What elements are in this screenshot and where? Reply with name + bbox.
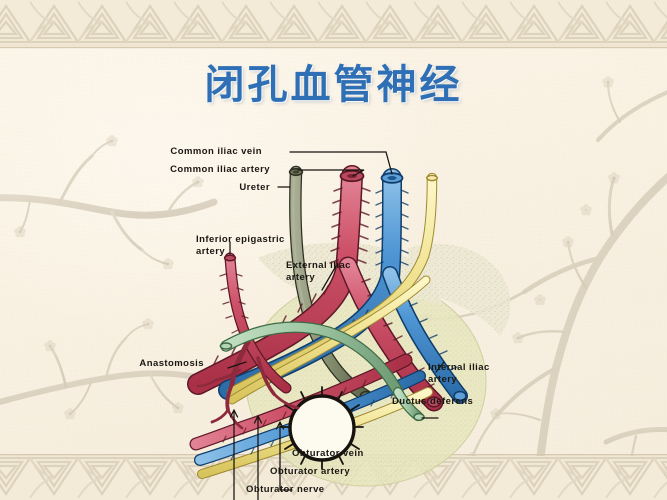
label-obturator-artery: Obturator artery <box>270 466 351 477</box>
label-inferior-epigastric-artery: Inferior epigastric artery <box>196 234 285 257</box>
nerve-structure <box>226 172 438 405</box>
anastomotic-branches <box>196 339 300 430</box>
vessel-cut-ends <box>426 390 467 408</box>
label-obturator-nerve: Obturator nerve <box>246 484 325 495</box>
label-leader-lines <box>227 151 445 500</box>
anatomy-figure <box>187 151 511 500</box>
label-external-iliac-artery: External iliac artery <box>286 260 351 283</box>
ductus-deferens-structure <box>219 321 425 422</box>
label-ureter: Ureter <box>239 182 270 193</box>
page-title: 闭孔血管神经 <box>204 61 463 108</box>
label-common-iliac-artery: Common iliac artery <box>170 164 270 175</box>
label-ductus-deferens: Ductus deferens <box>392 396 474 407</box>
label-obturator-vein: Obturator vein <box>292 448 364 459</box>
label-anastomosis: Anastomosis <box>139 358 204 369</box>
decorative-border-top <box>0 0 667 52</box>
label-internal-iliac-artery: Internal iliac artery <box>428 362 490 385</box>
label-common-iliac-vein: Common iliac vein <box>170 146 262 157</box>
obturator-foramen <box>280 386 364 470</box>
